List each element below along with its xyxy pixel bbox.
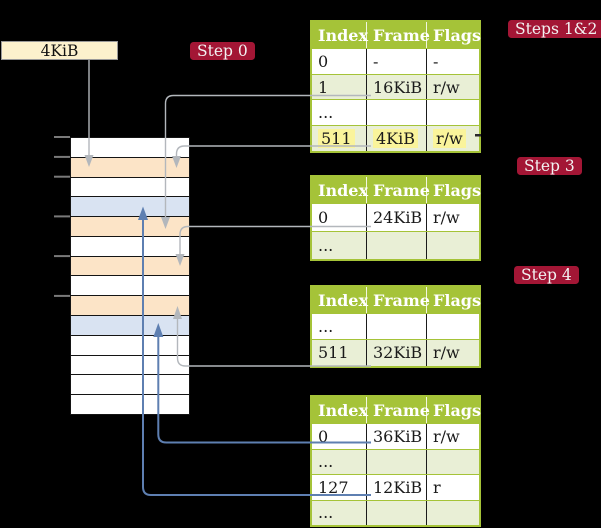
memory-row-1-pagetable [71,157,189,178]
page-table-level2: Index Frame Flags ... 511 32KiB r/w [310,285,481,368]
table-cell: r/w [433,208,460,227]
memory-row-4-pagetable [71,217,189,237]
highlighted-value: r/w [433,128,466,148]
memory-row-3-mapped [71,197,189,218]
table-row-ellipsis: ... [312,499,479,525]
table-cell: 0 [312,49,367,74]
table-cell: - [367,49,427,74]
highlighted-value: 511 [318,128,355,148]
table-cell: 32KiB [367,340,427,366]
table-row: 0 24KiB r/w [312,203,479,231]
table-cell [427,449,479,474]
memory-row-10-empty [71,335,189,356]
header-cell-flags: Flags [433,400,481,420]
table-row: 1 16KiB r/w [312,73,479,100]
header-cell-flags: Flags [433,290,481,310]
header-cell-index: Index [312,22,368,48]
table-cell: 12KiB [367,475,427,500]
memory-row-13-empty [71,395,189,414]
step-0-label: Step 0 [190,42,255,60]
page-table-level4: Index Frame Flags 0 - - 1 16KiB r/w ... … [310,20,481,153]
table-cell [427,314,479,339]
header-cell-frame: Frame [367,287,430,313]
table-cell: 16KiB [367,74,427,100]
header-cell-flags: Flags [433,180,481,200]
table-cell: r/w [427,340,479,366]
memory-row-9-mapped [71,316,189,336]
table-header-row: Index Frame Flags [312,177,481,203]
memory-row-8-pagetable [71,296,189,317]
table-cell: 24KiB [367,204,427,231]
table-row: 511 32KiB r/w [312,339,479,366]
table-cell: 511 [312,126,367,151]
table-cell: 127 [312,475,367,500]
table-cell: ... [312,449,367,474]
memory-row-5-empty [71,236,189,257]
header-cell-index: Index [312,397,368,423]
memory-row-12-empty [71,375,189,396]
table-cell: r/w [427,126,479,151]
header-cell-frame: Frame [367,177,430,203]
table-row: 0 36KiB r/w [312,423,479,449]
page-table-level3: Index Frame Flags 0 24KiB r/w ... [310,175,481,261]
steps-1-2-label: Steps 1&2 [508,20,601,38]
memory-row-6-pagetable [71,256,189,277]
table-header-row: Index Frame Flags [312,287,481,313]
header-cell-index: Index [312,287,368,313]
frame-size-label: 4KiB [40,41,79,60]
table-row-ellipsis: ... [312,231,479,259]
table-cell [427,100,479,125]
physical-memory-column [70,137,190,415]
table-row-ellipsis: ... [312,313,479,340]
table-row: 0 - - [312,48,479,74]
memory-ticks [54,136,70,297]
table-cell: - [433,51,439,71]
frame-size-box: 4KiB [1,41,118,60]
header-cell-frame: Frame [367,397,430,423]
table-cell [367,500,427,525]
table-cell: r [433,477,441,497]
table-header-row: Index Frame Flags [312,397,481,423]
table-cell [367,100,427,126]
table-cell [367,449,427,474]
page-table-level1: Index Frame Flags 0 36KiB r/w ... 127 12… [310,395,481,527]
table-cell [427,232,479,259]
table-cell: 4KiB [367,126,427,151]
step-3-label: Step 3 [517,157,582,175]
table-cell [427,500,479,525]
table-cell: 0 [312,204,367,231]
table-cell: r/w [427,74,479,100]
memory-row-2-empty [71,177,189,198]
table-cell: 511 [312,340,367,366]
table-cell: 1 [312,74,367,100]
header-cell-frame: Frame [367,22,430,48]
table-cell: ... [312,232,367,259]
memory-row-0-empty [71,138,189,158]
table-header-row: Index Frame Flags [312,22,481,48]
table-cell: r/w [433,426,460,446]
table-cell: ... [312,314,367,340]
table-cell: ... [312,100,367,126]
table-cell: 0 [312,424,367,449]
table-row-ellipsis: ... [312,99,479,126]
table-cell: ... [312,500,367,525]
highlighted-value: 4KiB [373,128,419,148]
table-row-ellipsis: ... [312,448,479,474]
header-cell-flags: Flags [433,25,481,45]
header-cell-index: Index [312,177,368,203]
table-row: 127 12KiB r [312,474,479,500]
step-4-label: Step 4 [514,266,579,284]
memory-row-11-empty [71,355,189,376]
table-cell [367,314,427,340]
memory-row-7-empty [71,276,189,297]
table-cell: 36KiB [367,424,427,449]
table-row-highlighted: 511 4KiB r/w [312,125,479,151]
table-cell [367,232,427,259]
